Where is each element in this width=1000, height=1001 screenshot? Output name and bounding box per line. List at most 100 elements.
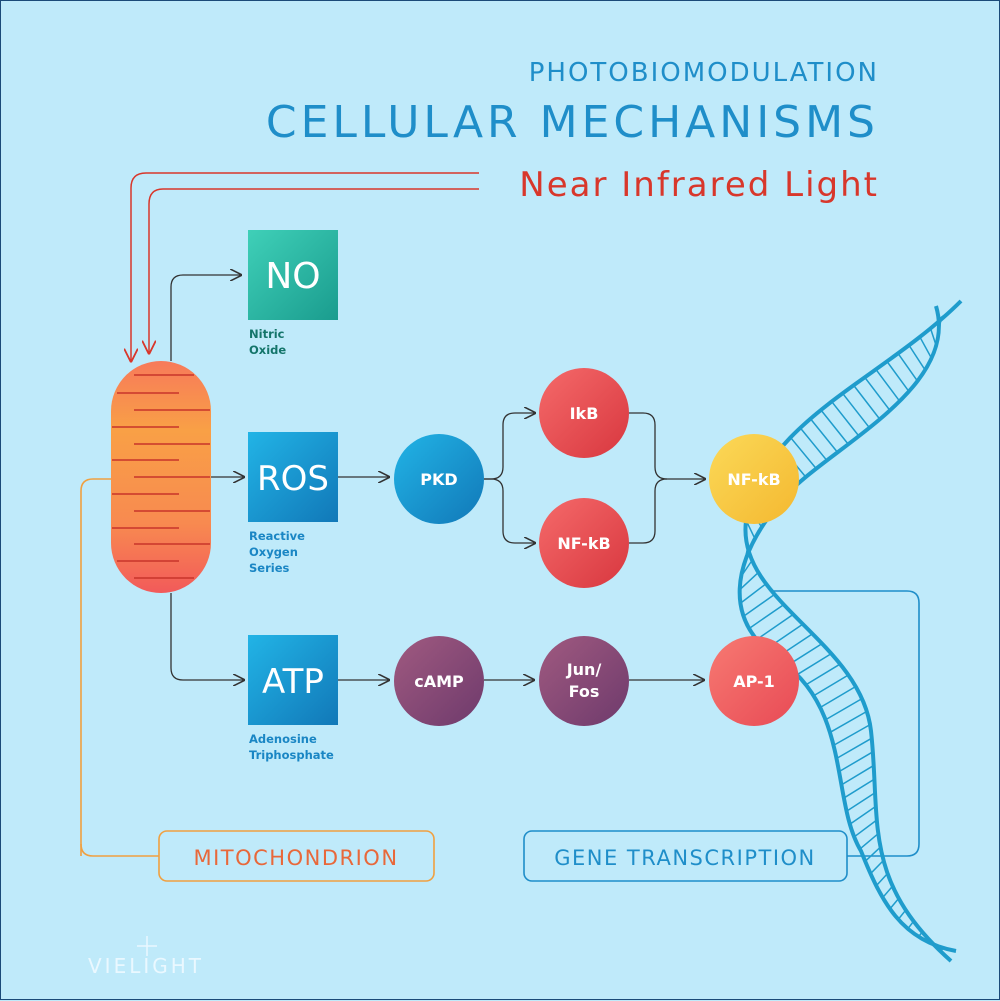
dna-rung xyxy=(869,859,885,875)
dna-rung xyxy=(940,947,944,953)
ros-caption-3: Series xyxy=(249,561,289,575)
dna-rung xyxy=(838,751,874,773)
no-caption-1: Nitric xyxy=(249,327,285,341)
mitochondrion-connector-end xyxy=(80,843,159,857)
dna-rung xyxy=(886,360,910,392)
gene-transcription-label: GENE TRANSCRIPTION xyxy=(554,846,816,870)
dna-rung xyxy=(889,897,900,910)
no-caption-2: Oxide xyxy=(249,343,286,357)
dna-rung xyxy=(813,674,849,697)
atp-caption-2: Triphosphate xyxy=(249,748,334,762)
gene-transcription-label-box: GENE TRANSCRIPTION xyxy=(523,830,848,882)
dna-rung xyxy=(825,697,863,721)
dna-rung xyxy=(907,920,915,930)
dna-rung xyxy=(864,846,881,862)
dna-rung xyxy=(740,559,753,577)
vielight-logo: VIELIGHT xyxy=(88,936,204,978)
vielight-logo-text: VIELIGHT xyxy=(88,954,204,978)
no-box: NO Nitric Oxide xyxy=(248,230,338,357)
title-line2: CELLULAR MECHANISMS xyxy=(266,97,879,148)
junfos-label-2: Fos xyxy=(569,682,600,701)
dna-rung xyxy=(829,710,868,734)
dna-rung xyxy=(875,368,901,402)
dna-rung xyxy=(882,885,894,899)
dna-rung xyxy=(789,436,817,470)
ros-label: ROS xyxy=(257,459,329,499)
dna-rung xyxy=(849,805,877,825)
dna-rung xyxy=(864,376,891,411)
dna-rung xyxy=(929,941,932,944)
arrow-nfkb-merge xyxy=(629,478,668,544)
dna-rung xyxy=(756,613,794,641)
ros-caption-2: Oxygen xyxy=(249,545,298,559)
dna-rung xyxy=(831,401,860,437)
near-infrared-light-label: Near Infrared Light xyxy=(519,165,879,205)
mitochondrion-label: MITOCHONDRION xyxy=(193,846,398,870)
dna-rung xyxy=(799,427,828,461)
dna-rung xyxy=(938,309,952,320)
mitochondrion-label-box: MITOCHONDRION xyxy=(158,830,435,882)
dna-rung xyxy=(809,418,839,453)
nfkb-red-node: NF-kB xyxy=(539,498,629,588)
atp-caption-1: Adenosine xyxy=(249,732,317,746)
ikb-node: IkB xyxy=(539,368,629,458)
dna-rung xyxy=(748,603,785,630)
dna-rung xyxy=(908,344,926,371)
no-label: NO xyxy=(265,256,320,297)
dna-rung xyxy=(843,778,875,799)
dna-rung xyxy=(739,583,767,604)
ikb-label: IkB xyxy=(570,404,599,423)
dna-rung xyxy=(805,663,841,686)
dna-rung xyxy=(937,319,942,333)
atp-label: ATP xyxy=(262,662,324,702)
camp-node: cAMP xyxy=(394,636,484,726)
junfos-node: Jun/Fos xyxy=(539,636,629,726)
dna-rung xyxy=(929,328,937,346)
arrow-ikb-nfkb xyxy=(629,412,705,479)
light-arrow-outer xyxy=(131,172,479,361)
gene-transcription-connector xyxy=(771,590,920,857)
dna-helix-icon xyxy=(737,299,963,963)
dna-rung xyxy=(819,685,857,709)
sparkle-icon xyxy=(137,936,157,956)
title-line1: PHOTOBIOMODULATION xyxy=(529,58,879,88)
ap1-node: AP-1 xyxy=(709,636,799,726)
nfkb-yellow-node: NF-kB xyxy=(709,434,799,524)
dna-rung xyxy=(897,909,907,920)
dna-rung xyxy=(836,737,873,760)
dna-rung xyxy=(846,792,876,812)
dna-rung xyxy=(743,547,749,564)
dna-rung xyxy=(853,384,881,420)
junfos-label-1: Jun/ xyxy=(566,660,602,679)
nfkb-red-label: NF-kB xyxy=(557,534,610,553)
dna-rung xyxy=(744,533,750,552)
dna-rung xyxy=(833,723,871,747)
arrow-to-no xyxy=(170,275,241,361)
light-arrow-inner xyxy=(149,188,479,353)
dna-rung xyxy=(743,593,776,617)
dna-rung xyxy=(859,833,879,850)
dna-rung xyxy=(853,819,878,838)
dna-rung xyxy=(897,352,919,382)
camp-label: cAMP xyxy=(414,672,464,691)
dna-rung xyxy=(739,571,759,591)
ros-caption-1: Reactive xyxy=(249,529,305,543)
dna-rung xyxy=(875,872,889,887)
mitochondrion-connector xyxy=(80,478,113,856)
arrow-pkd-ikb xyxy=(484,413,535,480)
dna-rung xyxy=(796,652,832,676)
dna-rung xyxy=(841,764,875,786)
arrow-pkd-nfkb xyxy=(484,478,535,543)
arrow-to-atp xyxy=(170,593,244,680)
ap1-label: AP-1 xyxy=(733,672,775,691)
dna-rung xyxy=(820,409,849,445)
nfkb-yellow-label: NF-kB xyxy=(727,470,780,489)
mitochondrion-icon xyxy=(111,361,211,593)
dna-rung xyxy=(917,931,923,938)
pkd-node: PKD xyxy=(394,434,484,524)
pkd-label: PKD xyxy=(420,470,457,489)
atp-box: ATP Adenosine Triphosphate xyxy=(248,635,338,762)
dna-rung xyxy=(842,392,871,429)
